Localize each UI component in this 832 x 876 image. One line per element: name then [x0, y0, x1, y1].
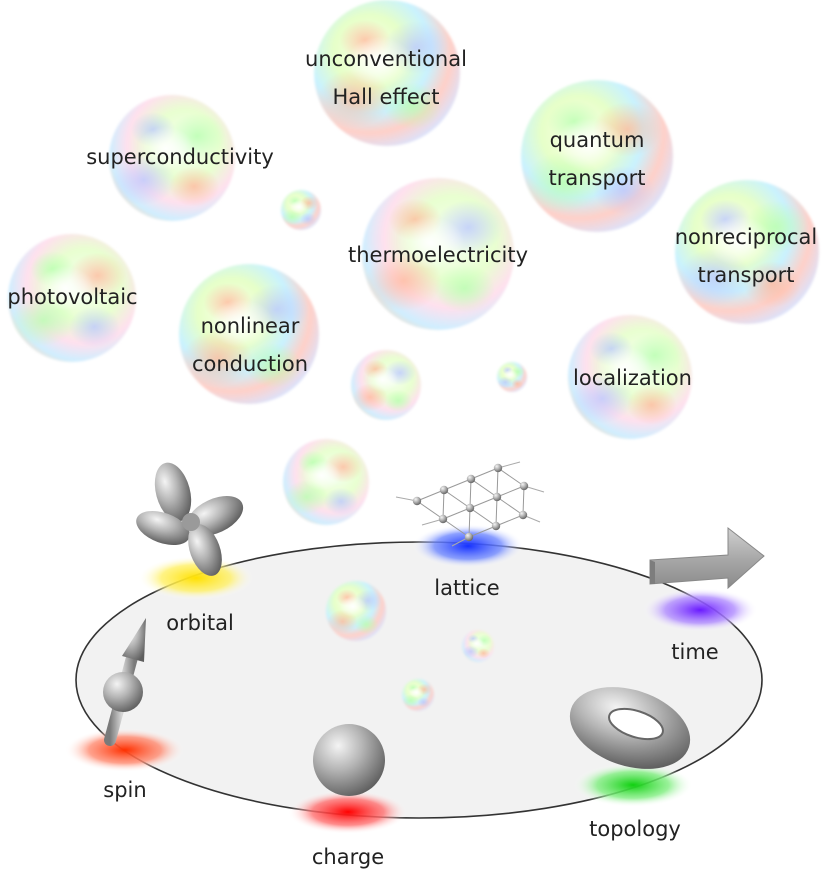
- bubble-small-7: [402, 679, 434, 711]
- spin-glow: [65, 728, 185, 772]
- lattice-glow: [412, 524, 524, 568]
- bubble-small-5: [326, 581, 386, 641]
- bubble-small-2: [351, 350, 421, 420]
- topology-glow: [573, 763, 693, 807]
- bubble-small-1: [281, 190, 321, 230]
- bubble-quantum-transport: [521, 80, 673, 232]
- label-orbital: orbital: [166, 611, 234, 635]
- charge-glow: [288, 790, 408, 834]
- lattice-icon: [395, 461, 545, 547]
- spin-icon: [103, 618, 146, 746]
- label-spin: spin: [103, 778, 147, 802]
- label-lattice: lattice: [434, 576, 500, 600]
- label-localization: localization: [573, 366, 692, 390]
- topology-torus-icon: [569, 687, 691, 769]
- label-superconductivity: superconductivity: [86, 145, 274, 169]
- time-glow: [642, 588, 758, 632]
- bubble-small-6: [462, 630, 494, 662]
- bubble-superconductivity: [109, 95, 235, 221]
- bubble-small-3: [497, 362, 527, 392]
- bubble-small-4: [283, 439, 369, 525]
- orbital-glow: [138, 556, 254, 600]
- label-charge: charge: [311, 845, 385, 869]
- bubble-thermoelectricity: [362, 178, 514, 330]
- time-arrow-icon: [649, 526, 765, 590]
- bubble-photovoltaic: [8, 234, 136, 362]
- label-thermoelectricity: thermoelectricity: [348, 243, 528, 267]
- bubble-unconventional-hall: [314, 0, 460, 146]
- bubble-nonlinear-conduction: [179, 264, 319, 404]
- bubble-nonreciprocal-transport: [675, 180, 819, 324]
- label-time: time: [671, 640, 719, 664]
- orbital-icon: [136, 462, 244, 576]
- label-photovoltaic: photovoltaic: [7, 285, 138, 309]
- label-topology: topology: [589, 817, 681, 841]
- bubble-localization: [568, 315, 692, 439]
- charge-sphere-icon: [313, 724, 385, 796]
